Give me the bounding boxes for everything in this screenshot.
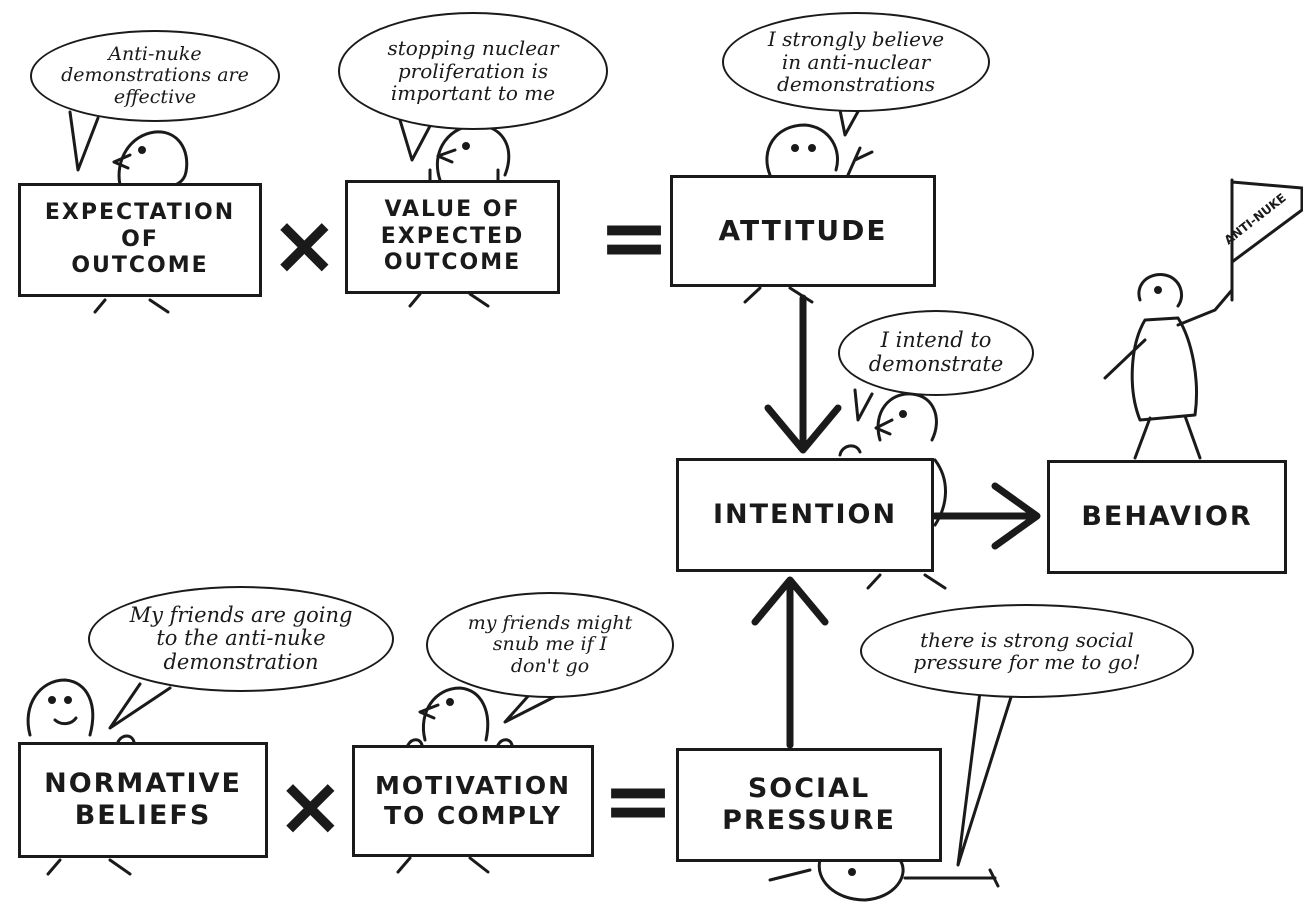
tail-expectation — [68, 110, 100, 172]
box-attitude: ATTITUDE — [670, 175, 936, 287]
tail-social — [956, 690, 1014, 867]
tail-normative — [108, 682, 172, 730]
arrow-intention-to-behavior — [931, 482, 1041, 550]
character-motivation — [396, 686, 514, 874]
box-value-of-expected-outcome: VALUE OF EXPECTED OUTCOME — [345, 180, 560, 294]
tail-motivation — [503, 692, 562, 724]
tail-intention — [853, 388, 874, 422]
arrow-attitude-to-intention — [764, 294, 842, 454]
bubble-motivation: my friends might snub me if I don't go — [426, 592, 674, 698]
box-intention: INTENTION — [676, 458, 934, 572]
character-value — [408, 123, 511, 308]
box-behavior: BEHAVIOR — [1047, 460, 1287, 574]
box-normative-beliefs: NORMATIVE BELIEFS — [18, 742, 268, 858]
box-expectation-of-outcome: EXPECTATION OF OUTCOME — [18, 183, 262, 297]
bubble-expectation: Anti-nuke demonstrations are effective — [30, 30, 280, 122]
bubble-value: stopping nuclear proliferation is import… — [338, 12, 608, 130]
bubble-normative: My friends are going to the anti-nuke de… — [88, 586, 394, 692]
character-demonstrator — [1103, 178, 1303, 460]
character-expectation — [93, 130, 189, 314]
operator-times-top: × — [270, 198, 339, 293]
operator-times-bottom: × — [276, 759, 345, 854]
box-motivation-to-comply: MOTIVATION TO COMPLY — [352, 745, 594, 857]
bubble-attitude: I strongly believe in anti-nuclear demon… — [722, 12, 990, 112]
bubble-intention: I intend to demonstrate — [838, 310, 1034, 396]
bubble-social: there is strong social pressure for me t… — [860, 604, 1194, 698]
tail-value — [398, 118, 432, 162]
box-social-pressure: SOCIAL PRESSURE — [676, 748, 942, 862]
tail-attitude — [838, 106, 862, 137]
operator-equals-bottom: = — [602, 751, 675, 851]
character-normative — [26, 678, 136, 876]
arrow-social-to-intention — [751, 576, 829, 749]
operator-equals-top: = — [598, 188, 671, 288]
character-attitude — [743, 123, 874, 304]
